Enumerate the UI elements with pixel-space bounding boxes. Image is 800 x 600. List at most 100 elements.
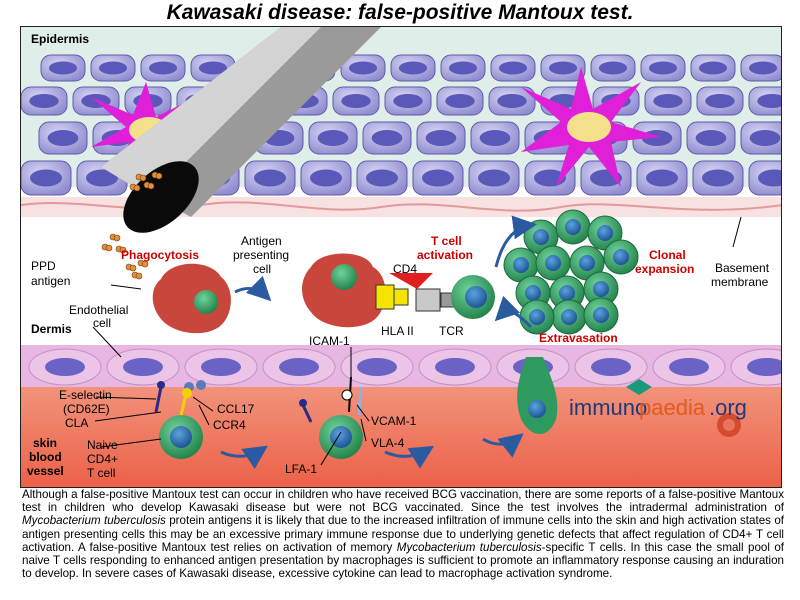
label-endothelial-1: Endothelial <box>69 303 128 317</box>
endothelial-cell <box>730 348 781 386</box>
curved-arrow-icon-2 <box>494 215 537 268</box>
keratinocyte <box>470 121 520 155</box>
label-naive-1: Naive <box>87 438 118 452</box>
keratinocyte <box>21 86 68 116</box>
ppd-antigen-particle <box>143 181 155 190</box>
keratinocyte <box>748 160 781 196</box>
clonal-tcell <box>519 299 555 335</box>
adhesion-molecules-left <box>154 380 206 416</box>
ppd-antigen-particle <box>131 271 143 280</box>
label-basement-2: membrane <box>711 275 769 289</box>
ppd-antigen-particle <box>125 263 137 272</box>
endothelial-cell <box>28 348 102 386</box>
label-ccr4: CCR4 <box>213 418 246 432</box>
label-icam: ICAM-1 <box>309 334 350 348</box>
curved-arrow-icon-1 <box>234 275 272 302</box>
ppd-antigen-particle <box>135 173 147 182</box>
diagram-canvas: Epidermis PPD antigen Phagocytosis Antig… <box>21 27 781 487</box>
keratinocyte <box>362 121 412 155</box>
keratinocyte <box>140 54 186 82</box>
clonal-tcell <box>555 209 591 245</box>
endothelial-cell <box>418 348 492 386</box>
keratinocyte <box>38 121 88 155</box>
keratinocyte <box>416 121 466 155</box>
keratinocyte <box>748 86 781 116</box>
keratinocyte <box>244 160 296 196</box>
needle-icon <box>101 27 381 233</box>
keratinocyte <box>690 54 736 82</box>
label-apc-3: cell <box>253 262 271 276</box>
naive-tcell-left <box>159 415 203 459</box>
macrophage-phagocytosis <box>152 263 231 334</box>
keratinocyte <box>696 86 744 116</box>
curved-arrow-icon-4 <box>220 445 268 469</box>
label-vla4: VLA-4 <box>371 436 405 450</box>
keratinocyte <box>412 160 464 196</box>
caption-italic-1: Mycobacterium tuberculosis <box>22 514 166 528</box>
keratinocyte <box>590 54 636 82</box>
label-hla: HLA II <box>381 324 414 338</box>
label-ppd-2: antigen <box>31 274 70 288</box>
label-tcell-activation-2: activation <box>417 248 473 262</box>
clonal-tcell <box>603 239 639 275</box>
keratinocyte <box>540 54 586 82</box>
keratinocyte <box>686 121 736 155</box>
adhesion-molecules-mid <box>299 376 363 423</box>
antigen-presenting-cell <box>302 253 386 328</box>
label-clonal-1: Clonal <box>649 248 686 262</box>
label-clonal-2: expansion <box>635 262 694 276</box>
ppd-antigen-particle <box>129 183 141 192</box>
keratinocyte <box>644 86 692 116</box>
label-dermis: Dermis <box>31 322 72 336</box>
clonal-expansion-cluster <box>503 209 639 335</box>
clonal-tcell <box>535 245 571 281</box>
keratinocyte <box>390 54 436 82</box>
keratinocyte <box>436 86 484 116</box>
endothelial-cell <box>574 348 648 386</box>
label-tcr: TCR <box>439 324 464 338</box>
watermark-text-a: immuno <box>569 395 647 420</box>
label-pointers <box>92 216 742 466</box>
keratinocyte <box>580 160 632 196</box>
watermark-text-b: paedia <box>639 395 706 420</box>
label-eselectin-1: E-selectin <box>59 388 112 402</box>
endothelial-cell <box>184 348 258 386</box>
curved-arrow-icon-3 <box>494 295 533 329</box>
keratinocyte <box>468 160 520 196</box>
keratinocyte <box>356 160 408 196</box>
keratinocyte <box>332 86 380 116</box>
endothelial-cell <box>106 348 180 386</box>
dendritic-cell-right <box>521 67 661 187</box>
label-basement-1: Basement <box>715 261 770 275</box>
label-cla: CLA <box>65 416 88 430</box>
label-skin-3: vessel <box>27 464 64 478</box>
keratinocyte <box>384 86 432 116</box>
ppd-antigen-particle <box>115 245 127 254</box>
keratinocyte <box>740 121 781 155</box>
watermark-text-c: .org <box>709 395 747 420</box>
naive-tcell-mid <box>319 415 363 459</box>
clonal-tcell <box>551 299 587 335</box>
ppd-antigen-particle <box>137 259 149 268</box>
label-skin-1: skin <box>33 436 57 450</box>
keratinocyte <box>440 54 486 82</box>
caption-italic-2: Mycobacterium tuberculosis <box>396 540 542 554</box>
ppd-antigen-particle <box>109 233 121 242</box>
label-apc-2: presenting <box>233 248 289 262</box>
extravasating-tcell <box>517 357 558 434</box>
red-blood-cell <box>717 413 741 437</box>
endothelial-cell <box>340 348 414 386</box>
keratinocyte <box>21 160 72 196</box>
tcr-hla-complex <box>375 273 495 319</box>
label-tcell-activation-1: T cell <box>431 234 462 248</box>
label-skin-2: blood <box>29 450 62 464</box>
endothelial-cell <box>262 348 336 386</box>
keratinocyte <box>300 160 352 196</box>
ppd-antigen-particle <box>101 243 113 252</box>
keratinocyte <box>636 160 688 196</box>
label-epidermis: Epidermis <box>31 32 89 46</box>
basement-membrane <box>21 197 781 217</box>
label-cd4: CD4 <box>393 262 417 276</box>
caption-part-1: Although a false-positive Mantoux test c… <box>22 488 784 515</box>
clonal-tcell <box>583 297 619 333</box>
